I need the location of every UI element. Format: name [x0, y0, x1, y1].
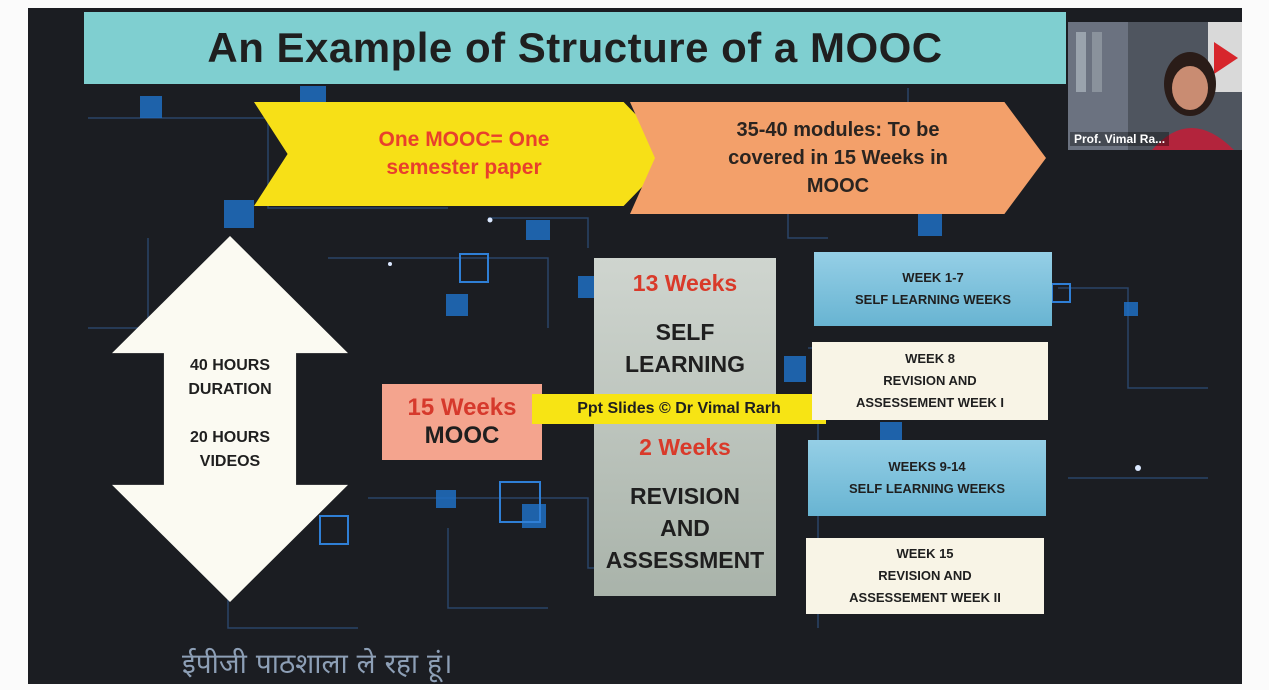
- self-learning-weeks: 13 Weeks: [632, 270, 738, 296]
- presenter-video-frame: [1068, 22, 1242, 150]
- title-bar: An Example of Structure of a MOOC: [84, 12, 1066, 84]
- week-box-1-7: WEEK 1-7 SELF LEARNING WEEKS: [814, 252, 1052, 326]
- slide-title: An Example of Structure of a MOOC: [207, 24, 943, 71]
- week-box-line1: SELF LEARNING WEEKS: [854, 292, 1011, 307]
- week-box-8: WEEK 8 REVISION AND ASSESSEMENT WEEK I: [812, 342, 1048, 420]
- duration-text: 40 HOURS DURATION 20 HOURS VIDEOS: [158, 354, 302, 474]
- mooc-weeks-count: 15 Weeks: [407, 394, 517, 421]
- duration-line2: DURATION: [188, 381, 272, 398]
- revision-weeks: 2 Weeks: [639, 434, 731, 460]
- duration-line1: 40 HOURS: [189, 357, 271, 374]
- week-box-title: WEEK 8: [905, 351, 955, 366]
- mooc-weeks-box: 15 Weeks MOOC: [382, 384, 542, 460]
- self-learning-line2: LEARNING: [624, 351, 746, 377]
- chevron-modules-line2: covered in 15 Weeks in: [728, 147, 948, 169]
- chevron-one-mooc-line2: semester paper: [386, 156, 542, 179]
- chevron-modules-line1: 35-40 modules: To be: [736, 119, 940, 141]
- revision-line2: AND: [660, 515, 710, 541]
- slide-canvas: An Example of Structure of a MOOC One MO…: [28, 8, 1242, 684]
- chevron-modules: 35-40 modules: To be covered in 15 Weeks…: [630, 102, 1046, 214]
- week-box-title: WEEK 15: [896, 546, 954, 561]
- weeks-breakdown-box: 13 Weeks SELF LEARNING 2 Weeks REVISION …: [594, 258, 776, 596]
- week-box-title: WEEK 1-7: [902, 270, 964, 285]
- week-box-line2: ASSESSEMENT WEEK II: [849, 590, 1001, 605]
- week-box-line1: SELF LEARNING WEEKS: [848, 481, 1005, 496]
- chevron-one-mooc: One MOOC= One semester paper: [254, 102, 674, 206]
- caption-subtitle: ईपीजी पाठशाला ले रहा हूं।: [182, 647, 453, 680]
- week-box-line1: REVISION AND: [883, 373, 977, 388]
- duration-line3: 20 HOURS: [189, 429, 271, 446]
- copyright-watermark: Ppt Slides © Dr Vimal Rarh: [532, 394, 826, 424]
- duration-line4: VIDEOS: [199, 453, 261, 470]
- revision-line1: REVISION: [630, 483, 740, 509]
- self-learning-line1: SELF: [655, 319, 715, 345]
- presenter-name-label: Prof. Vimal Ra...: [1070, 132, 1170, 146]
- chevron-one-mooc-line1: One MOOC= One: [378, 128, 550, 151]
- mooc-label: MOOC: [424, 422, 500, 449]
- week-box-15: WEEK 15 REVISION AND ASSESSEMENT WEEK II: [806, 538, 1044, 614]
- week-box-line1: REVISION AND: [878, 568, 972, 583]
- week-box-9-14: WEEKS 9-14 SELF LEARNING WEEKS: [808, 440, 1046, 516]
- revision-line3: ASSESSMENT: [605, 547, 765, 573]
- chevron-modules-line3: MOOC: [806, 175, 870, 197]
- presenter-video-tile[interactable]: Prof. Vimal Ra...: [1068, 22, 1242, 150]
- week-box-line2: ASSESSEMENT WEEK I: [855, 395, 1005, 410]
- week-box-title: WEEKS 9-14: [888, 459, 966, 474]
